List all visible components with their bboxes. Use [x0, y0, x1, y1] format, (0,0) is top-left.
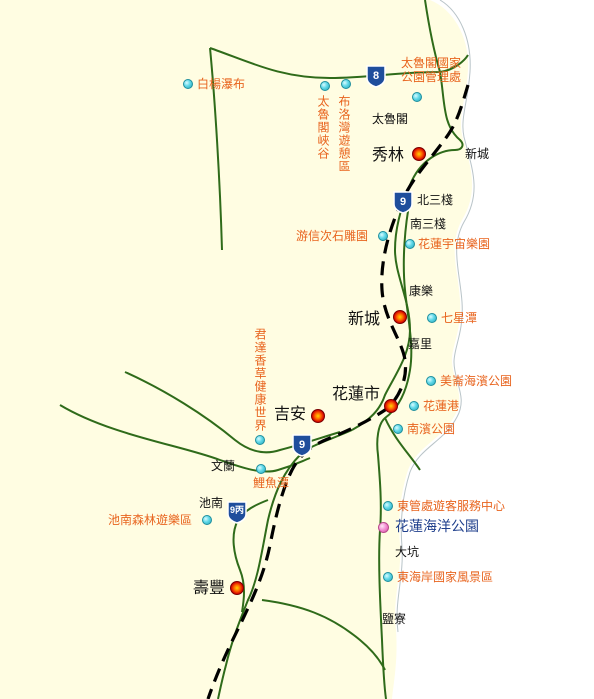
road-provincial-8 — [209, 47, 469, 80]
svg-text:9: 9 — [299, 439, 305, 451]
label-taroko-hq: 太魯閣國家公園管理處 — [400, 56, 461, 84]
attraction-marker-hualien-port[interactable] — [409, 401, 419, 411]
city-marker-shoufeng[interactable] — [230, 581, 244, 595]
label-taroko-gorge: 太魯閣峽谷 — [316, 95, 330, 160]
label-wenlan: 文蘭 — [211, 459, 236, 473]
road-liyutan — [59, 404, 311, 473]
svg-text:9: 9 — [400, 196, 406, 208]
road-central-north — [351, 71, 464, 431]
city-marker-xincheng[interactable] — [393, 310, 407, 324]
label-meilun-park: 美崙海濱公園 — [440, 374, 513, 388]
label-chinan-forest: 池南森林遊樂區 — [108, 513, 193, 527]
attraction-marker-chinan-forest[interactable] — [202, 515, 212, 525]
attraction-marker-liyutan[interactable] — [256, 464, 266, 474]
attraction-marker-taroko-gorge[interactable] — [320, 81, 330, 91]
label-hualien-port: 花蓮港 — [423, 399, 460, 413]
label-east-coast: 東海岸國家風景區 — [397, 570, 494, 584]
label-taroko: 太魯閣 — [372, 112, 409, 126]
label-buluowan: 布洛灣遊憩區 — [337, 95, 351, 173]
label-jiali: 嘉里 — [408, 337, 433, 351]
city-marker-hualien[interactable] — [384, 399, 398, 413]
label-baiyang: 白楊瀑布 — [197, 77, 246, 91]
label-junda: 君達香草健康世界 — [253, 328, 267, 432]
label-universe-park: 花蓮宇宙樂園 — [418, 237, 491, 251]
attraction-marker-baiyang[interactable] — [183, 79, 193, 89]
route-9c-shield: 9丙 — [226, 500, 248, 524]
label-ocean-park: 花蓮海洋公園 — [395, 519, 479, 535]
road-east-branch — [384, 417, 421, 471]
road-mountain — [209, 47, 223, 251]
route-8-shield: 8 — [365, 64, 387, 88]
land-fill — [0, 0, 473, 699]
road-coastal — [376, 199, 413, 699]
label-chinan: 池南 — [199, 496, 224, 510]
city-marker-xiulin[interactable] — [412, 147, 426, 161]
road-south-east — [261, 599, 386, 671]
label-shoufeng: 壽豐 — [193, 578, 226, 597]
label-liyutan: 鯉魚潭 — [253, 476, 290, 490]
svg-text:8: 8 — [373, 70, 379, 82]
label-xincheng-ne: 新城 — [465, 147, 490, 161]
label-nanbin-park: 南濱公園 — [407, 422, 456, 436]
label-youxin: 游信次石雕園 — [296, 229, 369, 243]
attraction-marker-taroko-hq[interactable] — [412, 92, 422, 102]
road-north-branch — [424, 0, 441, 73]
label-qixingtan: 七星潭 — [441, 311, 478, 325]
coastline — [396, 0, 475, 633]
attraction-marker-east-coast[interactable] — [383, 572, 393, 582]
attraction-marker-junda[interactable] — [255, 435, 265, 445]
label-visitor-center: 東管處遊客服務中心 — [397, 499, 506, 513]
label-xincheng: 新城 — [348, 309, 381, 328]
label-dakeng: 大坑 — [395, 545, 420, 559]
route-9-shield-north: 9 — [392, 190, 414, 214]
attraction-marker-meilun-park[interactable] — [426, 376, 436, 386]
attraction-marker-nanbin-park[interactable] — [393, 424, 403, 434]
city-marker-jian[interactable] — [311, 409, 325, 423]
label-xiulin: 秀林 — [372, 145, 405, 164]
label-hualien-city: 花蓮市 — [332, 384, 381, 403]
attraction-marker-qixingtan[interactable] — [427, 313, 437, 323]
attraction-marker-ocean-park[interactable] — [378, 522, 389, 533]
road-chinan — [232, 499, 269, 613]
attraction-marker-buluowan[interactable] — [341, 79, 351, 89]
label-jian: 吉安 — [274, 404, 307, 423]
svg-text:9丙: 9丙 — [230, 505, 244, 515]
label-beisanzhan: 北三棧 — [417, 193, 454, 207]
label-nansanzhan: 南三棧 — [410, 217, 447, 231]
attraction-marker-youxin[interactable] — [378, 231, 388, 241]
attraction-marker-visitor-center[interactable] — [383, 501, 393, 511]
label-yanliao: 鹽寮 — [382, 612, 407, 626]
route-9-shield-south: 9 — [291, 433, 313, 457]
label-kangle: 康樂 — [409, 284, 434, 298]
attraction-marker-universe-park[interactable] — [405, 239, 415, 249]
